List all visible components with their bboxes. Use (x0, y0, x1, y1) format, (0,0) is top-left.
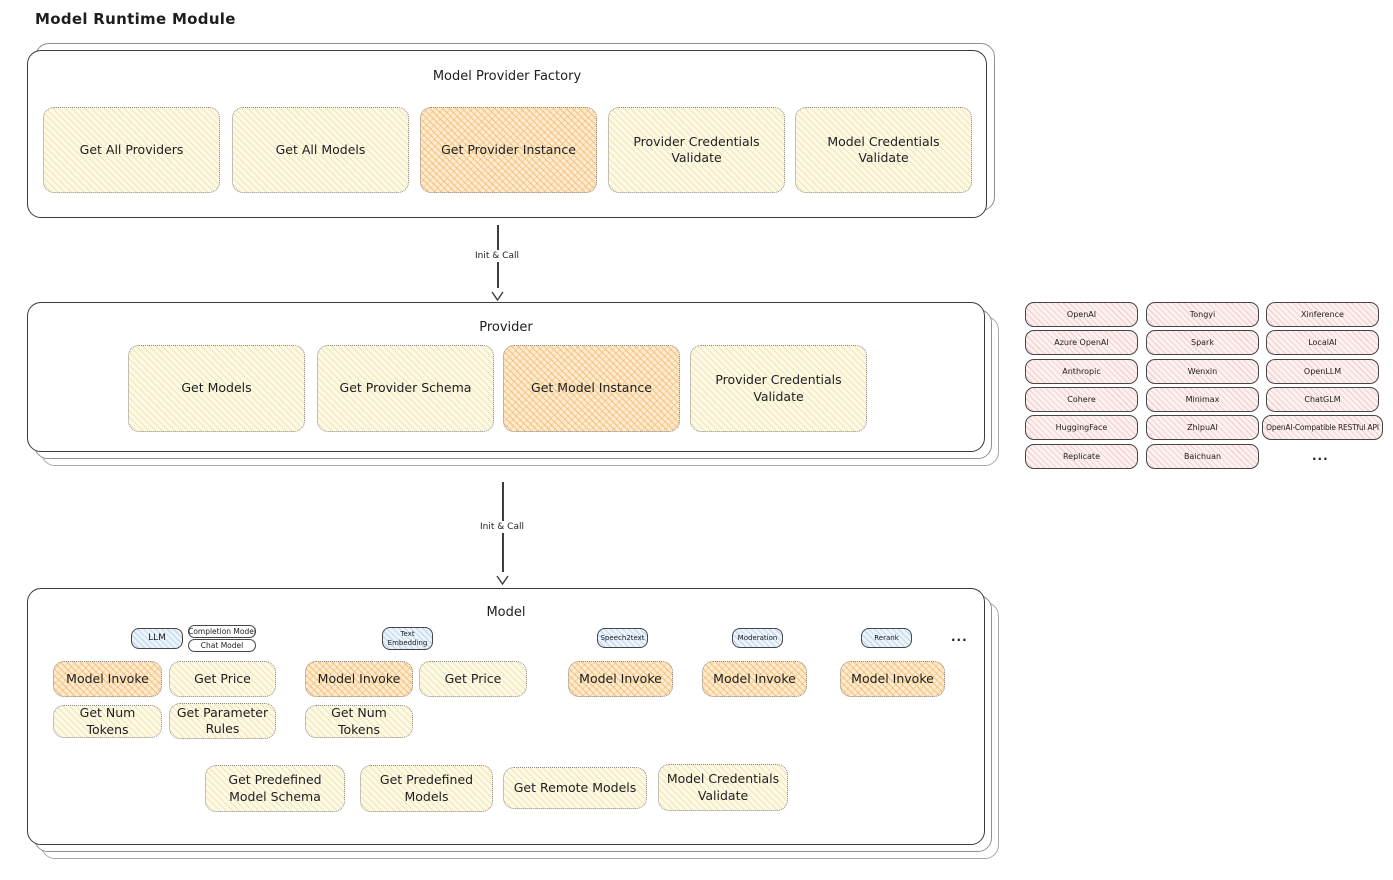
node-model-credentials-validate: Model Credentials Validate (795, 107, 972, 193)
provider-tile-baichuan: Baichuan (1146, 444, 1259, 469)
node-embedding-get-num-tokens: Get Num Tokens (305, 705, 413, 738)
factory-title: Model Provider Factory (432, 69, 582, 84)
tab-speech2text: Speech2text (597, 628, 648, 648)
provider-tile-anthropic: Anthropic (1025, 359, 1138, 384)
node-get-provider-instance: Get Provider Instance (420, 107, 597, 193)
provider-tile-tongyi: Tongyi (1146, 302, 1259, 327)
provider-tile-zhipuai: ZhipuAI (1146, 415, 1259, 440)
node-llm-get-price: Get Price (169, 661, 276, 697)
flow-arrow-1-label: Init & Call (471, 250, 523, 262)
node-llm-get-num-tokens: Get Num Tokens (53, 705, 162, 738)
node-provider-credentials-validate-2: Provider Credentials Validate (690, 345, 867, 432)
node-moderation-model-invoke: Model Invoke (702, 661, 807, 697)
node-get-provider-schema: Get Provider Schema (317, 345, 494, 432)
tab-chat-model: Chat Model (188, 639, 256, 652)
tab-moderation: Moderation (732, 628, 783, 648)
provider-tile-xinference: Xinference (1266, 302, 1379, 327)
provider-tile-openai: OpenAI (1025, 302, 1138, 327)
node-embedding-model-invoke: Model Invoke (305, 661, 413, 697)
provider-title: Provider (479, 320, 533, 335)
node-get-all-models: Get All Models (232, 107, 409, 193)
provider-tile-chatglm: ChatGLM (1266, 387, 1379, 412)
provider-tile-wenxin: Wenxin (1146, 359, 1259, 384)
node-provider-credentials-validate: Provider Credentials Validate (608, 107, 785, 193)
tab-llm: LLM (131, 628, 183, 649)
node-get-predefined-models: Get Predefined Models (360, 765, 493, 812)
provider-tile-spark: Spark (1146, 330, 1259, 355)
tab-rerank: Rerank (861, 628, 912, 648)
provider-tile-cohere: Cohere (1025, 387, 1138, 412)
node-llm-model-invoke: Model Invoke (53, 661, 162, 697)
providers-more-ellipsis: ... (1312, 449, 1329, 463)
provider-tile-azure-openai: Azure OpenAI (1025, 330, 1138, 355)
node-get-model-instance: Get Model Instance (503, 345, 680, 432)
node-get-predefined-model-schema: Get Predefined Model Schema (205, 765, 345, 812)
provider-tile-localai: LocalAI (1266, 330, 1379, 355)
provider-tile-huggingface: HuggingFace (1025, 415, 1138, 440)
diagram-title: Model Runtime Module (35, 10, 236, 28)
provider-tile-minimax: Minimax (1146, 387, 1259, 412)
provider-tile-openai-compatible: OpenAI-Compatible RESTful API (1262, 415, 1383, 440)
node-speech2text-model-invoke: Model Invoke (568, 661, 673, 697)
provider-tile-openllm: OpenLLM (1266, 359, 1379, 384)
node-model-credentials-validate-2: Model Credentials Validate (658, 764, 788, 811)
node-embedding-get-price: Get Price (419, 661, 527, 697)
flow-arrow-2-label: Init & Call (476, 521, 528, 533)
flow-arrow-1-head (491, 286, 504, 305)
node-get-all-providers: Get All Providers (43, 107, 220, 193)
node-llm-get-parameter-rules: Get Parameter Rules (169, 703, 276, 739)
tab-completion-model: Completion Model (188, 625, 256, 638)
node-get-models: Get Models (128, 345, 305, 432)
tab-text-embedding: Text Embedding (382, 627, 433, 650)
flow-arrow-2-head (496, 570, 509, 589)
node-rerank-model-invoke: Model Invoke (840, 661, 945, 697)
model-title: Model (486, 605, 526, 620)
node-get-remote-models: Get Remote Models (503, 767, 647, 809)
model-types-more-ellipsis: ... (951, 630, 968, 644)
provider-tile-replicate: Replicate (1025, 444, 1138, 469)
